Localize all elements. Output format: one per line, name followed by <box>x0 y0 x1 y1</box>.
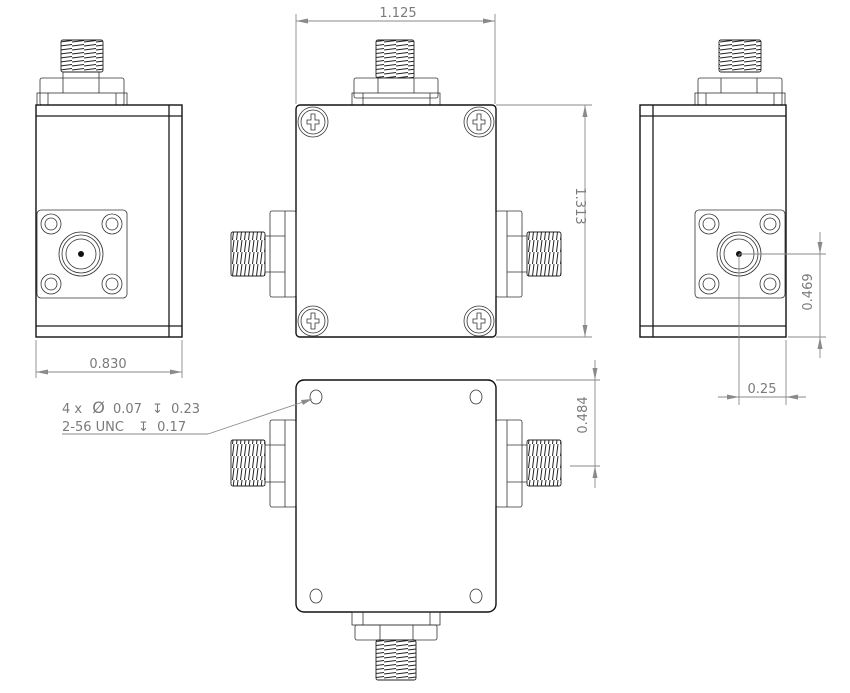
dimension-depth: 0.830 <box>35 340 183 378</box>
screw-icon <box>463 106 495 138</box>
sma-connector-icon <box>694 39 786 106</box>
dimension-height-label: 1.313 <box>572 187 587 224</box>
right-side-view: 0.469 0.25 <box>639 39 826 405</box>
callout-count: 4 x <box>62 402 82 417</box>
sma-connector-icon <box>230 210 297 298</box>
left-side-view: 0.830 <box>35 39 183 378</box>
callout-diameter: 0.07 <box>113 402 142 417</box>
sma-connector-icon <box>495 419 562 508</box>
dimension-connector-height-label: 0.469 <box>801 273 816 310</box>
svg-text:4 x Ø 0.07: 4 x Ø 0.07 ↧ 0.23 <box>62 398 200 417</box>
dimension-hole-offset: 0.484 <box>496 360 600 488</box>
sma-connector-icon <box>351 39 441 106</box>
screw-icon <box>297 106 329 138</box>
sma-connector-icon <box>36 39 128 106</box>
dimension-width: 1.125 <box>295 6 496 104</box>
dimension-hole-offset-label: 0.484 <box>576 396 591 433</box>
sma-connector-icon <box>351 611 441 681</box>
sma-connector-icon <box>495 210 562 298</box>
dimension-height: 1.313 <box>496 104 592 338</box>
dimension-connector-height: 0.469 <box>739 232 826 358</box>
flange-connector-icon <box>36 209 128 299</box>
depth-symbol-icon: ↧ <box>152 402 163 417</box>
depth-symbol-icon: ↧ <box>138 420 149 435</box>
callout-hole-depth: 0.23 <box>171 402 200 417</box>
screw-icon <box>463 305 495 337</box>
top-view: 1.125 1.313 <box>230 6 592 338</box>
screw-icon <box>297 305 329 337</box>
svg-text:2-56 UNC ↧ 0.1: 2-56 UNC ↧ 0.17 <box>62 420 186 435</box>
dimension-connector-offset: 0.25 <box>718 254 806 405</box>
callout-thread: 2-56 UNC <box>62 420 124 435</box>
dimension-depth-label: 0.830 <box>89 357 126 372</box>
sma-connector-icon <box>230 419 297 508</box>
diameter-symbol-icon: Ø <box>92 398 105 417</box>
hole-callout: 4 x Ø 0.07 ↧ 0.23 2-56 UNC ↧ 0.17 <box>62 398 313 435</box>
mounting-hole-icon <box>309 389 483 604</box>
callout-thread-depth: 0.17 <box>157 420 186 435</box>
dimension-width-label: 1.125 <box>379 6 416 21</box>
dimension-connector-offset-label: 0.25 <box>748 382 777 397</box>
bottom-view: 0.484 4 x Ø 0.07 ↧ 0.23 2-56 UNC ↧ 0.17 <box>62 360 600 681</box>
